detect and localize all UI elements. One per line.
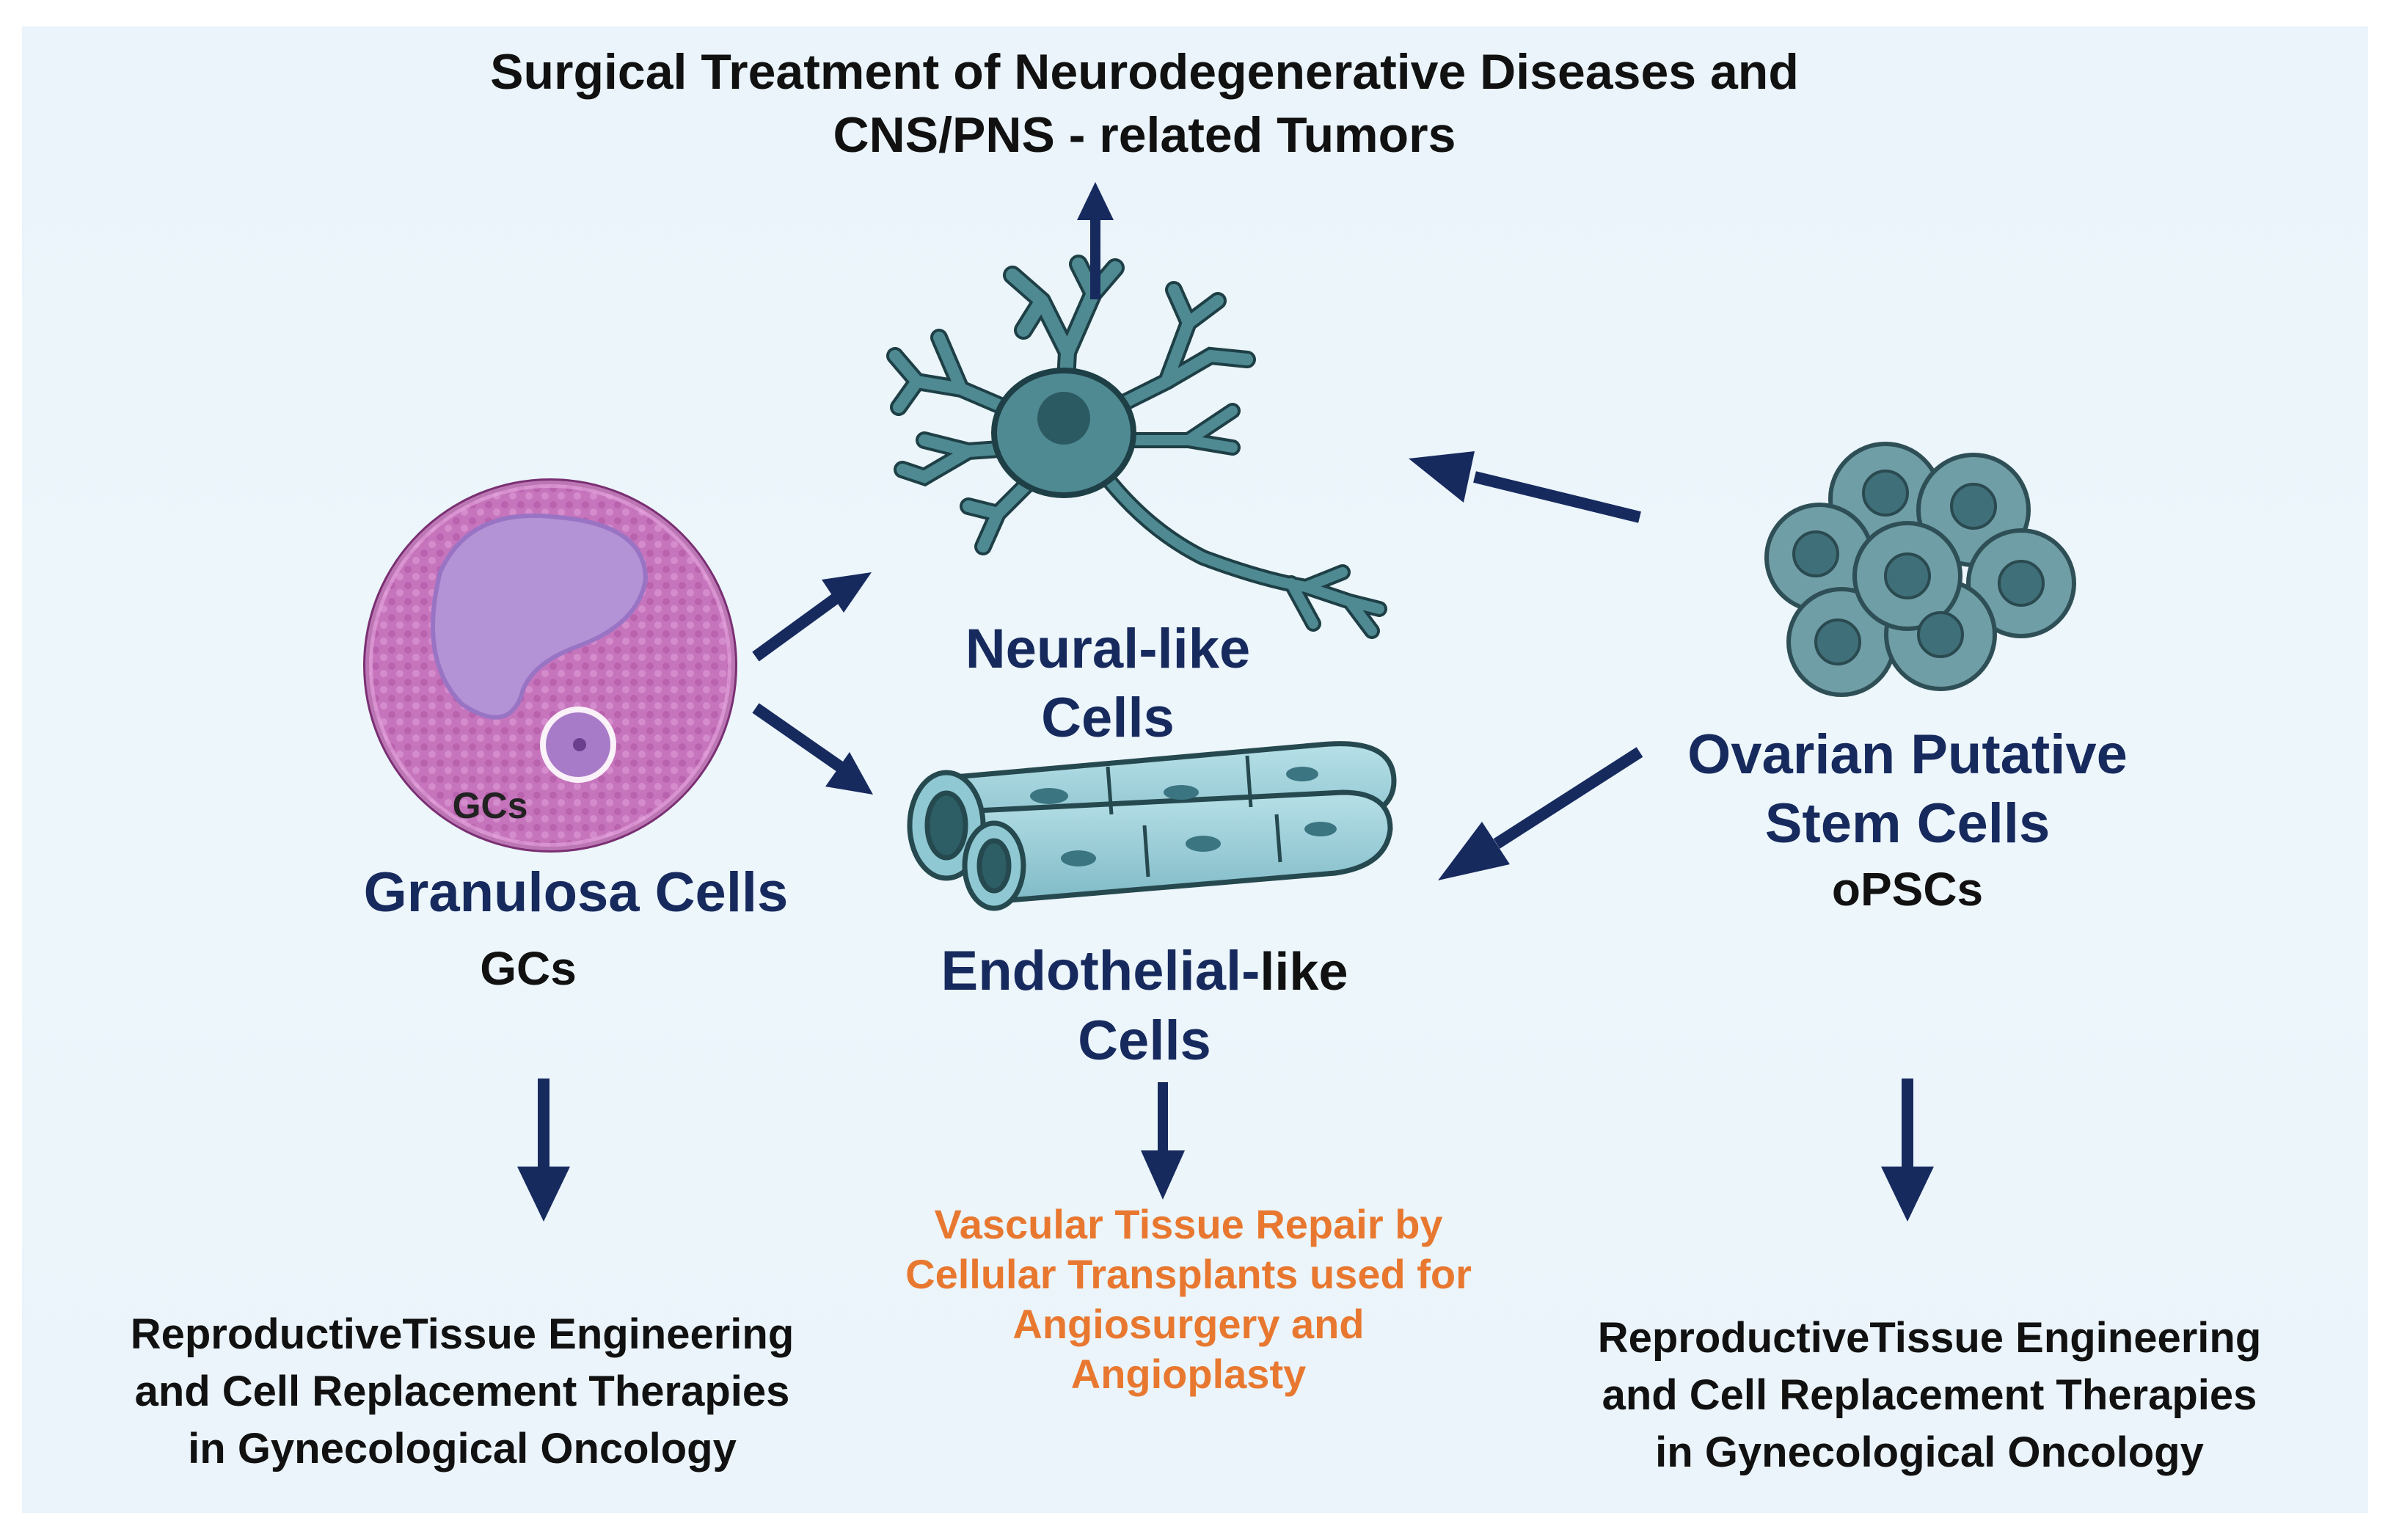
neuron-icon <box>886 255 1387 639</box>
opsc-outcome-line-3: in Gynecological Oncology <box>1655 1428 2204 1476</box>
granulosa-outcome: ReproductiveTissue Engineering and Cell … <box>44 1306 880 1478</box>
endothelial-outcome: Vascular Tissue Repair by Cellular Trans… <box>844 1200 1533 1399</box>
opsc-outcome-line-2: and Cell Replacement Therapies <box>1602 1371 2257 1419</box>
opsc-label: Ovarian Putative Stem Cells <box>1643 720 2172 858</box>
arrow-endothelial-down <box>1141 1082 1185 1200</box>
opsc-outcome: ReproductiveTissue Engineering and Cell … <box>1511 1310 2348 1481</box>
endothelial-outcome-line-2: Cellular Transplants used for <box>905 1251 1472 1297</box>
opsc-abbreviation: oPSCs <box>1831 863 1984 916</box>
follicle-image-label: GCs <box>453 785 528 826</box>
arrow-granulosa-to-neural <box>752 572 872 662</box>
neural-label-line-1: Neural-like <box>965 618 1251 680</box>
opsc-outcome-line-1: ReproductiveTissue Engineering <box>1597 1314 2262 1362</box>
title-line-2: CNS/PNS - related Tumors <box>833 107 1456 163</box>
endothelial-outcome-line-3: Angiosurgery and <box>1012 1301 1365 1347</box>
neural-like-cells-label: Neural-like Cells <box>866 615 1350 753</box>
title-line-1: Surgical Treatment of Neurodegenerative … <box>490 44 1799 100</box>
endothelial-like-cells-label: Endothelial-like Cells <box>836 937 1453 1076</box>
page-title: Surgical Treatment of Neurodegenerative … <box>220 40 2069 167</box>
stem-cell-cluster-icon <box>1764 442 2076 697</box>
arrow-granulosa-to-endothelial <box>752 703 873 795</box>
endothelial-label-line-2: Cells <box>1078 1010 1211 1072</box>
opsc-label-line-2: Stem Cells <box>1764 792 2051 855</box>
arrow-opsc-down <box>1881 1079 1934 1222</box>
arrows <box>517 182 1934 1222</box>
endothelial-outcome-line-1: Vascular Tissue Repair by <box>934 1201 1443 1247</box>
granulosa-outcome-line-2: and Cell Replacement Therapies <box>134 1368 790 1415</box>
neural-label-line-2: Cells <box>1041 687 1175 749</box>
arrow-opsc-to-neural <box>1409 451 1641 523</box>
granulosa-outcome-line-1: ReproductiveTissue Engineering <box>130 1310 795 1358</box>
endothelial-label-part-1: Endothelial- <box>941 940 1260 1002</box>
opsc-label-line-1: Ovarian Putative <box>1687 723 2128 786</box>
arrow-granulosa-down <box>517 1079 570 1222</box>
granulosa-abbreviation: GCs <box>480 942 577 995</box>
granulosa-cells-label: Granulosa Cells <box>363 861 789 924</box>
ovarian-follicle-icon <box>363 478 737 853</box>
arrow-to-title <box>1077 182 1114 299</box>
blood-vessel-icon <box>907 741 1397 911</box>
endothelial-label-part-2: like <box>1260 943 1348 1001</box>
arrow-opsc-to-endothelial <box>1438 747 1643 880</box>
endothelial-label-line-1: Endothelial-like <box>836 937 1453 1007</box>
endothelial-outcome-line-4: Angioplasty <box>1070 1351 1307 1397</box>
granulosa-outcome-line-3: in Gynecological Oncology <box>188 1425 737 1473</box>
